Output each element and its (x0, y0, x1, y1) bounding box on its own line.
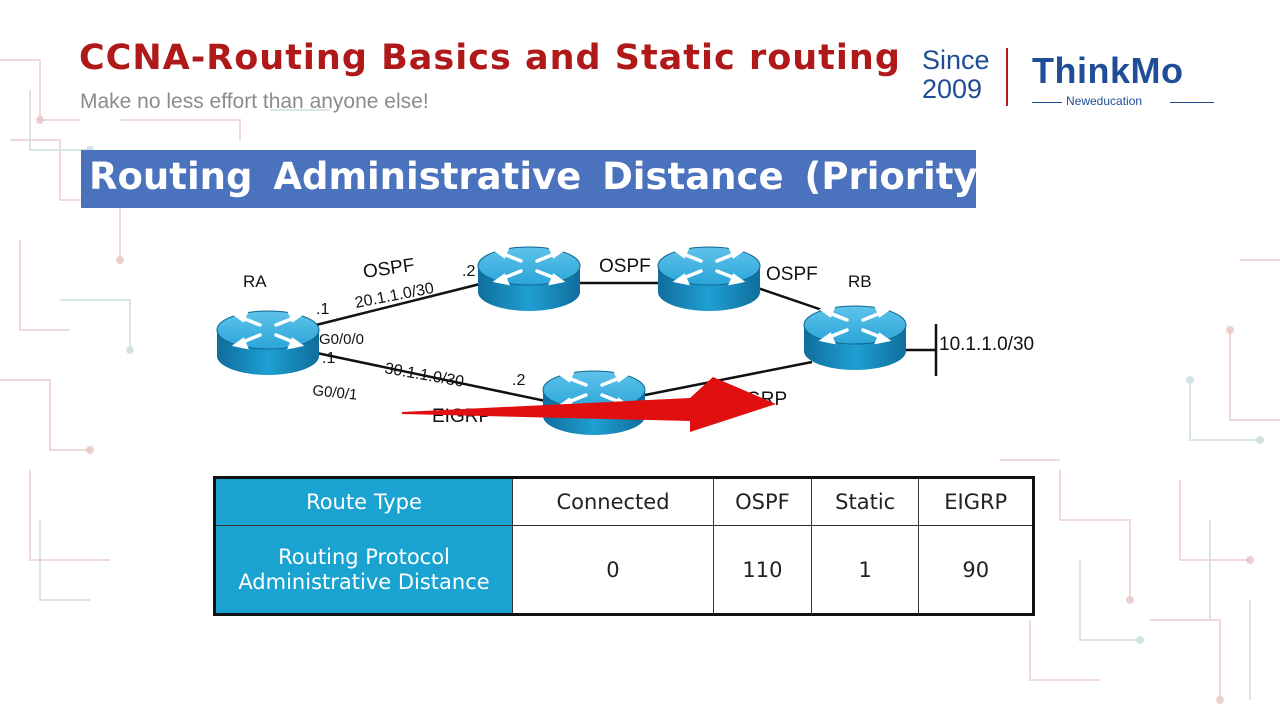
thinkmo-logo: Since 2009 ThinkMo Neweducation (920, 44, 1220, 114)
link-r2-rb (639, 360, 813, 398)
table-row: Route Type Connected OSPF Static EIGRP (214, 477, 1034, 526)
label-rb: RB (848, 272, 872, 291)
logo-brand: ThinkMo (1032, 50, 1184, 91)
router-ra-icon (215, 309, 321, 377)
page-title: CCNA-Routing Basics and Static routing (79, 38, 901, 78)
logo-since-word: Since (922, 45, 990, 75)
section-banner: Routing Administrative Distance (Priorit… (81, 150, 994, 208)
banner-text: Routing Administrative Distance (Priorit… (89, 155, 995, 198)
table-row: Routing Protocol Administrative Distance… (214, 525, 1034, 615)
router-rb-icon (802, 304, 908, 372)
value-ospf: 110 (712, 525, 812, 615)
label-net-bottom: 30.1.1.0/30 (383, 360, 465, 391)
header-admin-distance: Routing Protocol Administrative Distance (214, 525, 513, 615)
label-ip-top-ra: .1 (316, 301, 329, 318)
label-ospf-top-middle: OSPF (599, 256, 651, 277)
label-net-rb: 10.1.1.0/30 (939, 334, 1034, 355)
label-ospf-top-right: OSPF (766, 264, 818, 285)
col-ospf: OSPF (712, 477, 812, 526)
tagline-rule-left (1032, 102, 1062, 103)
label-if-bottom: G0/0/1 (312, 382, 359, 404)
logo-divider (1006, 48, 1008, 106)
tagline-rule-right (1170, 102, 1214, 103)
label-ip-top-r1: .2 (462, 263, 475, 280)
value-connected: 0 (512, 525, 714, 615)
router-r1-icon (476, 245, 582, 313)
logo-since: Since 2009 (922, 46, 990, 104)
label-if-top: G0/0/0 (319, 331, 364, 348)
page-subtitle: Make no less effort than anyone else! (80, 90, 429, 113)
router-r3-icon (656, 245, 762, 313)
logo-tagline: Neweducation (1066, 94, 1143, 108)
value-eigrp: 90 (918, 525, 1034, 615)
admin-distance-table: Route Type Connected OSPF Static EIGRP R… (213, 476, 1035, 616)
label-ospf-top-left: OSPF (362, 255, 416, 283)
link-r3-rb (751, 284, 829, 314)
col-static: Static (810, 477, 920, 526)
logo-since-year: 2009 (922, 74, 983, 104)
col-connected: Connected (512, 477, 714, 526)
value-static: 1 (810, 525, 920, 615)
red-arrow-icon (402, 377, 776, 432)
label-ip-bottom-ra: .1 (322, 350, 335, 367)
label-ra: RA (243, 272, 267, 291)
label-net-top: 20.1.1.0/30 (354, 280, 436, 312)
col-eigrp: EIGRP (918, 477, 1034, 526)
label-ip-bottom-r2: .2 (512, 372, 525, 389)
link-ra-r2 (311, 350, 561, 406)
network-links (311, 281, 938, 406)
header-route-type: Route Type (214, 477, 513, 526)
link-ra-r1 (311, 282, 481, 328)
